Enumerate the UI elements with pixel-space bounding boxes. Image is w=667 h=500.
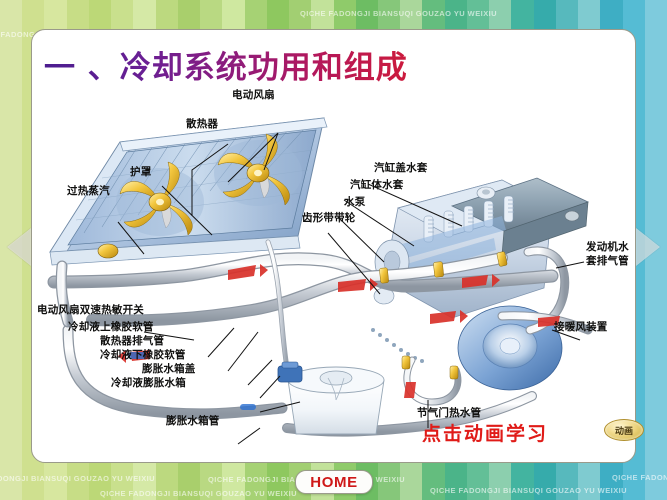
tank-neck xyxy=(319,370,353,386)
label-to-heater-unit: 接暖风装置 xyxy=(554,321,608,333)
label-engine-jacket-bleed-pipe-line1: 发动机水 xyxy=(586,241,629,253)
hose-clamps xyxy=(379,251,508,380)
label-coolant-lower-hose: 冷却液下橡胶软管 xyxy=(100,349,186,361)
toothed-belt xyxy=(371,328,424,363)
label-water-pump: 水泵 xyxy=(344,196,366,208)
click-animation-cta[interactable]: 点击动画学习 xyxy=(422,423,549,445)
label-expansion-tank-pipe: 膨胀水箱管 xyxy=(166,415,220,427)
watermark-text: QICHE FADONGJI BIANSUQI GOUZAO YU WEIXIU xyxy=(100,489,298,498)
oil-cap xyxy=(564,210,580,222)
callout-leader-lines xyxy=(117,132,585,445)
expansion-tank-cap xyxy=(277,361,303,383)
label-throttle-hot-water-pipe: 节气门热水管 xyxy=(417,407,482,419)
prev-slide-arrow-icon[interactable] xyxy=(7,228,31,266)
animation-badge-button[interactable]: 动画 xyxy=(604,419,644,441)
label-electric-fan: 电动风扇 xyxy=(232,89,275,101)
watermark-text: QICHE FADONGJI BIANSUQI GOUZAO YU WEIXIU xyxy=(300,9,498,18)
label-cylinder-head-water-jacket: 汽缸盖水套 xyxy=(374,162,428,174)
label-shroud: 护罩 xyxy=(130,166,152,178)
label-coolant-expansion-tank: 冷却液膨胀水箱 xyxy=(111,377,186,389)
label-toothed-belt-pulley: 齿形带带轮 xyxy=(302,212,356,224)
label-engine-jacket-bleed-pipe-line2: 套排气管 xyxy=(586,255,629,267)
coolant-expansion-tank xyxy=(277,361,385,435)
page-title: 一 、冷却系统功用和组成 xyxy=(44,42,408,87)
electric-fan-2 xyxy=(214,133,302,206)
thermo-switch xyxy=(97,243,119,259)
watermark-text: QICHE FADONGJI BIANSUQI GOUZAO YU WEIXIU xyxy=(0,474,156,483)
cooling-system-diagram xyxy=(32,30,635,462)
label-fan-dual-speed-switch: 电动风扇双速热敏开关 xyxy=(37,304,144,316)
label-expansion-tank-cap: 膨胀水箱盖 xyxy=(142,363,196,375)
slide-card: 一 、冷却系统功用和组成 xyxy=(31,29,636,463)
label-cylinder-block-water-jacket: 汽缸体水套 xyxy=(350,179,404,191)
label-coolant-upper-hose: 冷却液上橡胶软管 xyxy=(68,321,154,333)
label-superheated-steam: 过热蒸汽 xyxy=(67,185,110,197)
watermark-text: QICHE FADONGJI BIANSUQI GOUZAO YU WEIXIU xyxy=(612,473,667,482)
next-slide-arrow-icon[interactable] xyxy=(636,228,660,266)
home-button[interactable]: HOME xyxy=(295,470,373,494)
label-radiator: 散热器 xyxy=(186,118,219,130)
label-radiator-bleed-pipe: 散热器排气管 xyxy=(100,335,165,347)
watermark-text: QICHE FADONGJI BIANSUQI GOUZAO YU WEIXIU xyxy=(430,486,628,495)
electric-fan-1 xyxy=(116,161,204,236)
